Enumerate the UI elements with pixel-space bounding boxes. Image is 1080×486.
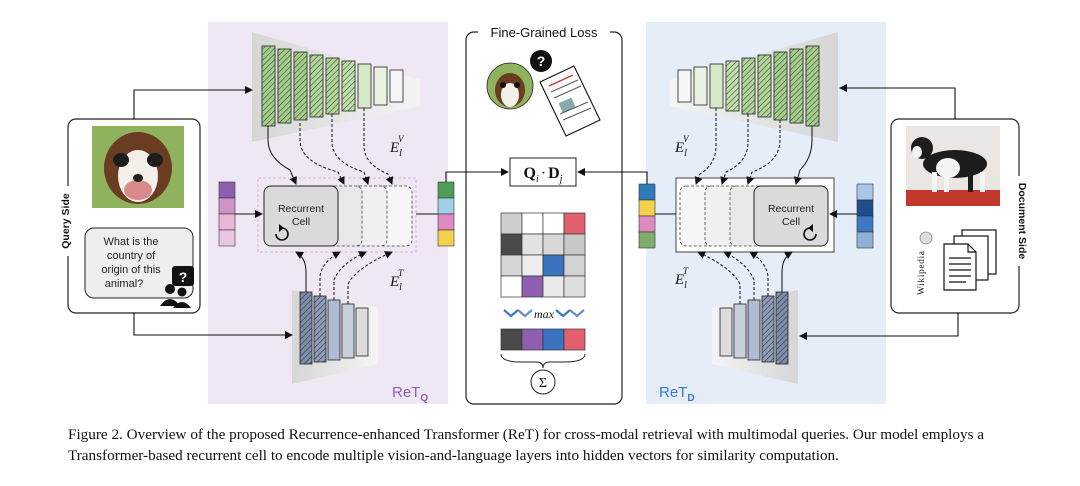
figure-caption: Figure 2. Overview of the proposed Recur…: [68, 426, 985, 464]
question-line-2: country of: [107, 250, 156, 262]
svg-text:Cell: Cell: [292, 216, 310, 228]
query-to-vision-arrow: [133, 86, 253, 119]
document-side-label: Document Side: [1016, 183, 1028, 260]
loss-dog-thumbnail: [486, 62, 534, 110]
ret-q-vision-encoder: [252, 32, 420, 142]
ret-q-text-connectors: [295, 251, 393, 304]
recurrence-loop-icon: [275, 227, 289, 241]
similarity-label: Qi·Dj: [524, 165, 563, 185]
document-to-vision-arrow: [839, 84, 956, 119]
fine-grained-loss-panel: Fine-Grained Loss ? Qi·Dj: [465, 24, 623, 405]
ret-d-text-encoder: [712, 290, 798, 384]
wikipedia-logo: Wikipedia: [917, 231, 933, 295]
svg-text:Wikipedia: Wikipedia: [917, 250, 927, 295]
max-label: max: [534, 307, 555, 321]
similarity-matrix: [500, 212, 586, 298]
ret-d-text-connectors: [697, 251, 793, 304]
svg-text:Recurrent: Recurrent: [278, 203, 324, 215]
ret-q-output-tokens: [437, 181, 455, 247]
question-line-1: What is the: [103, 236, 158, 248]
ret-q-recurrent-cell-group: Recurrent Cell: [257, 177, 417, 253]
question-bubble-icon: ?: [530, 50, 552, 72]
ret-q-ev-label: ElV: [389, 134, 405, 159]
svg-text:?: ?: [537, 53, 546, 69]
document-page-icon: [539, 65, 601, 137]
recurrence-loop-icon: [803, 227, 817, 241]
query-side-box: Query Side What is the country of origin…: [60, 118, 201, 314]
document-to-text-arrow: [799, 313, 959, 340]
ret-d-ev-label: ElV: [674, 134, 690, 159]
ret-d-output-tokens: [638, 183, 656, 249]
query-side-label: Query Side: [60, 193, 72, 249]
ret-q-input-tokens: [218, 181, 236, 247]
similarity-box: [509, 157, 577, 187]
ret-d-et-label: ElT: [674, 266, 689, 291]
ret-q-recurrent-cell: [263, 185, 339, 247]
document-dog-photo: [906, 126, 1000, 206]
query-embedding-arrow: [445, 168, 509, 182]
query-to-text-arrow: [133, 313, 293, 339]
sum-circle: [530, 369, 556, 395]
architecture-diagram: Query Side What is the country of origin…: [60, 22, 1028, 405]
ret-q-vision-connectors: [267, 108, 394, 185]
svg-text:Cell: Cell: [782, 216, 800, 228]
loss-title: Fine-Grained Loss: [491, 25, 598, 40]
ret-d-vision-connectors: [694, 108, 813, 185]
document-embedding-arrow: [577, 168, 648, 184]
svg-text:Recurrent: Recurrent: [768, 203, 814, 215]
question-line-3: origin of this: [101, 264, 161, 276]
ret-d-recurrent-cell: [753, 185, 829, 247]
query-dog-photo: [92, 126, 184, 208]
sum-label: Σ: [539, 376, 547, 391]
document-stack-icon: [943, 229, 997, 291]
ret-d-label: ReTD: [659, 384, 695, 404]
sum-brace: [500, 353, 586, 369]
ret-d-input-tokens: [856, 183, 874, 249]
ret-q-label: ReTQ: [392, 384, 428, 404]
max-vector: [500, 328, 586, 351]
ret-q-et-label: ElT: [389, 268, 404, 293]
ret-q-vision-layers: [261, 45, 404, 127]
ret-q-text-encoder: [292, 290, 378, 384]
question-line-4: animal?: [105, 278, 144, 290]
ret-d-vision-encoder: [670, 32, 838, 142]
svg-text:?: ?: [179, 269, 188, 285]
ret-d-recurrent-cell-group: Recurrent Cell: [675, 177, 835, 253]
person-question-icon: ?: [160, 266, 194, 308]
document-side-box: Document Side Wikipedia: [890, 118, 1028, 314]
max-pool-chevrons: [503, 309, 585, 318]
